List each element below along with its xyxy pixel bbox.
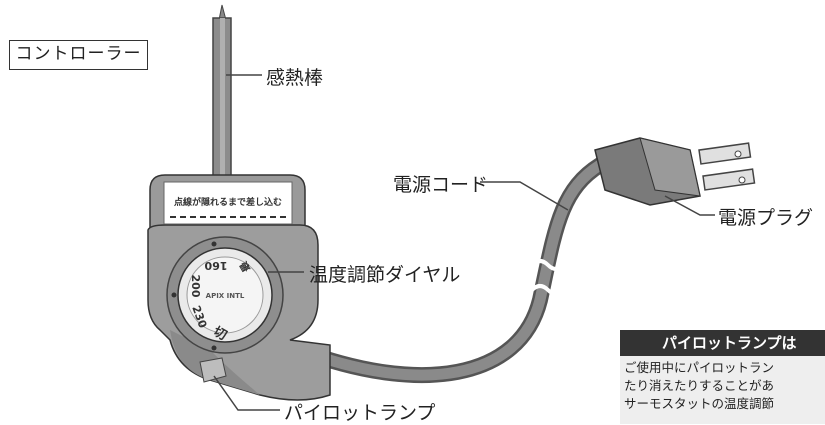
- pilot-lamp-note: パイロットランプは ご使用中にパイロットラン たり消えたりすることがあ サーモス…: [620, 330, 825, 424]
- note-line: サーモスタットの温度調節: [624, 396, 775, 411]
- controller-insertion-text: 点線が隠れるまで差し込む: [174, 196, 282, 208]
- note-line: たり消えたりすることがあ: [624, 378, 775, 393]
- controller-title: コントローラー: [9, 40, 148, 70]
- note-heading: パイロットランプは: [620, 330, 825, 356]
- dial-brand-text: APIX INTL: [206, 292, 245, 300]
- dial-mark-160: 160: [204, 259, 227, 272]
- callout-probe: 感熱棒: [266, 67, 324, 89]
- dial-mark-off: 切: [210, 324, 229, 343]
- power-plug: [594, 137, 756, 206]
- callout-temperature-dial: 温度調節ダイヤル: [309, 264, 461, 286]
- callout-power-plug: 電源プラグ: [718, 207, 814, 229]
- heat-sensing-probe: [212, 4, 232, 177]
- lamp-leader-line: [213, 375, 280, 411]
- plug-prong-top: [698, 142, 752, 165]
- dial-mark-200: 200: [189, 275, 202, 298]
- note-body: ご使用中にパイロットラン たり消えたりすることがあ サーモスタットの温度調節: [620, 356, 825, 424]
- callout-power-cord: 電源コード: [393, 174, 489, 196]
- controller-body: [147, 174, 331, 401]
- cord-break-mark: [530, 259, 566, 271]
- callout-pilot-lamp: パイロットランプ: [284, 402, 436, 424]
- plug-leader-line: [664, 195, 715, 216]
- note-line: ご使用中にパイロットラン: [624, 360, 775, 375]
- pilot-lamp: [199, 357, 227, 383]
- plug-prong-bottom: [702, 168, 756, 191]
- cord-leader-line: [480, 181, 569, 211]
